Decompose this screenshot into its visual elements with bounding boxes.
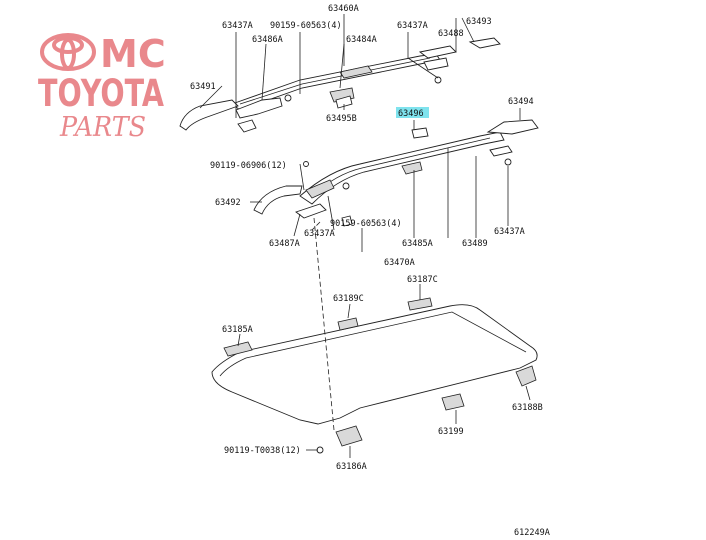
part-63188b-bracket[interactable] (515, 365, 537, 387)
label-90159-mid: 90159-60563(4) (330, 219, 402, 229)
watermark-mc: MC (100, 32, 166, 76)
part-63485a-bracket[interactable] (401, 161, 423, 175)
part-63187c-bracket[interactable] (407, 297, 433, 311)
watermark-parts: PARTS (59, 112, 146, 143)
roof-panel-outline (211, 304, 538, 425)
label-63496[interactable]: 63496 (398, 109, 424, 119)
label-63484a: 63484A (346, 35, 377, 45)
part-63189c-bracket[interactable] (337, 317, 359, 331)
highlight-63496 (396, 107, 429, 118)
label-90119-06906: 90119-06906(12) (210, 161, 287, 171)
label-63188b: 63188B (512, 403, 543, 413)
label-63495b: 63495B (326, 114, 357, 124)
label-63189c: 63189C (333, 294, 364, 304)
toyota-watermark: MC TOYOTA PARTS (38, 32, 166, 143)
label-63494: 63494 (508, 97, 534, 107)
part-63493-end-cover[interactable] (468, 37, 501, 49)
label-63437a-top: 63437A (222, 21, 253, 31)
label-63185a: 63185A (222, 325, 253, 335)
label-63186a: 63186A (336, 462, 367, 472)
label-63187c: 63187C (407, 275, 438, 285)
label-63199: 63199 (438, 427, 464, 437)
label-63489: 63489 (462, 239, 488, 249)
part-63437a-right-clip[interactable] (418, 45, 457, 59)
label-63492: 63492 (215, 198, 241, 208)
label-63437a-low: 63437A (494, 227, 525, 237)
part-63492-cover[interactable] (253, 185, 303, 215)
label-90119-t0038: 90119-T0038(12) (224, 446, 301, 456)
part-63496-spacer[interactable] (411, 127, 429, 139)
lower-rail-assembly (253, 119, 539, 227)
label-63493: 63493 (466, 17, 492, 27)
part-63491-cover[interactable] (179, 99, 239, 131)
lower-rail[interactable] (299, 131, 505, 205)
toyota-emblem-icon (40, 33, 96, 71)
label-63437a-mid: 63437A (304, 229, 335, 239)
screw-90159-top[interactable] (284, 94, 292, 102)
diagram-code: 612249A (514, 528, 550, 538)
part-63186a-bracket[interactable] (335, 425, 363, 447)
label-63486a: 63486A (252, 35, 283, 45)
label-90159-top: 90159-60563(4) (270, 21, 342, 31)
label-63460a: 63460A (328, 4, 359, 14)
leader-lines (199, 14, 531, 458)
label-63437a-right: 63437A (397, 21, 428, 31)
part-63489-cap[interactable] (489, 145, 513, 157)
part-63437a-clip-top[interactable] (237, 119, 257, 133)
part-63185a-bracket[interactable] (223, 341, 253, 357)
label-63485a: 63485A (402, 239, 433, 249)
screw-90119-06906[interactable] (303, 161, 309, 167)
part-63494-end-cover[interactable] (486, 119, 539, 135)
part-63199-bracket[interactable] (441, 393, 465, 411)
upper-rail-assembly (179, 37, 501, 133)
roof-panel (211, 297, 538, 454)
label-63488: 63488 (438, 29, 464, 39)
part-63495b-spacer[interactable] (335, 95, 353, 109)
label-63470a: 63470A (384, 258, 415, 268)
part-63488-cap[interactable] (423, 57, 449, 71)
part-63437a-clip-mid[interactable] (305, 179, 335, 199)
part-labels: 63460A 63437A 90159-60563(4) 63486A 6348… (190, 4, 550, 538)
part-63487a-support[interactable] (295, 203, 327, 219)
watermark-toyota: TOYOTA (38, 72, 164, 115)
label-63487a: 63487A (269, 239, 300, 249)
screw-90159-mid[interactable] (342, 182, 350, 190)
part-63437a-low-clip[interactable] (504, 158, 512, 166)
label-63491: 63491 (190, 82, 216, 92)
